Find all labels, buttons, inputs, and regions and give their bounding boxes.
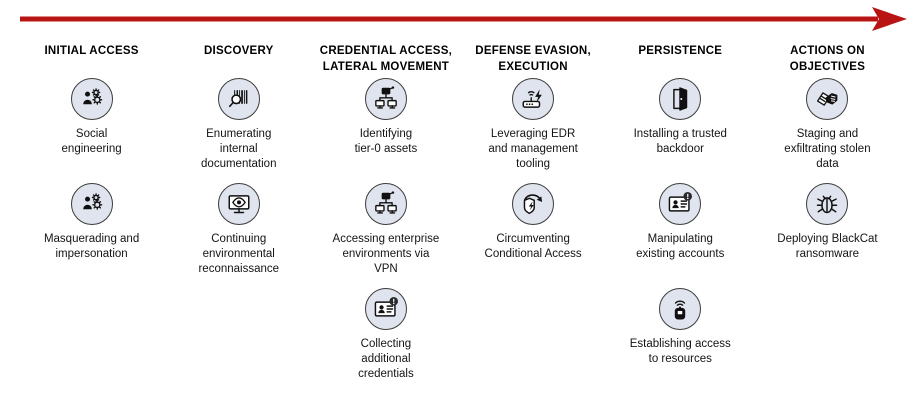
phase-title-defense-evasion-execution: DEFENSE EVASION, EXECUTION xyxy=(475,45,591,73)
technique-slot-empty xyxy=(171,288,306,393)
network-topology-icon xyxy=(364,183,407,225)
id-badge-alert-icon xyxy=(364,288,407,330)
technique-label: Continuing environmental reconnaissance xyxy=(198,233,280,276)
technique-label: Leveraging EDR and management tooling xyxy=(488,128,578,171)
network-topology-icon xyxy=(364,78,407,120)
id-badge-alert-icon xyxy=(659,183,702,225)
technique-item[interactable]: Continuing environmental reconnaissance xyxy=(171,183,306,288)
barcode-magnifier-icon xyxy=(217,78,260,120)
technique-slot-empty xyxy=(466,288,601,393)
technique-label: Masquerading and impersonation xyxy=(43,233,140,261)
technique-label: Identifying tier-0 assets xyxy=(354,128,418,156)
technique-label: Manipulating existing accounts xyxy=(636,233,725,261)
phase-column-discovery: DISCOVERY Enumerating internal documentat… xyxy=(165,38,312,393)
technique-slot-empty xyxy=(760,288,895,393)
phase-title-actions-on-objectives: ACTIONS ON OBJECTIVES xyxy=(789,45,866,73)
technique-slot-empty xyxy=(24,288,159,393)
phase-column-defense-evasion-execution: DEFENSE EVASION, EXECUTION Leveraging EDR… xyxy=(460,38,607,393)
phase-title-discovery: DISCOVERY xyxy=(203,45,274,57)
technique-label: Installing a trusted backdoor xyxy=(633,128,727,156)
technique-item[interactable]: Deploying BlackCat ransomware xyxy=(760,183,895,288)
technique-item[interactable]: Staging and exfiltrating stolen data xyxy=(760,78,895,183)
technique-item[interactable]: Manipulating existing accounts xyxy=(613,183,748,288)
technique-item[interactable]: Identifying tier-0 assets xyxy=(318,78,453,183)
shield-bolt-bypass-icon xyxy=(512,183,555,225)
technique-item[interactable]: Collecting additional credentials xyxy=(318,288,453,393)
phase-title-credential-access-lateral-movement: CREDENTIAL ACCESS, LATERAL MOVEMENT xyxy=(319,45,453,73)
phase-title-persistence: PERSISTENCE xyxy=(638,45,723,57)
phase-title-initial-access: INITIAL ACCESS xyxy=(44,45,139,57)
technique-item[interactable]: Social engineering xyxy=(24,78,159,183)
technique-label: Establishing access to resources xyxy=(629,338,731,366)
router-bolt-icon xyxy=(512,78,555,120)
technique-label: Enumerating internal documentation xyxy=(201,128,277,171)
phase-column-credential-access-lateral-movement: CREDENTIAL ACCESS, LATERAL MOVEMENT Ident… xyxy=(312,38,459,393)
phase-column-persistence: PERSISTENCE Installing a trusted backdoor… xyxy=(607,38,754,393)
technique-item[interactable]: Installing a trusted backdoor xyxy=(613,78,748,183)
technique-label: Deploying BlackCat ransomware xyxy=(777,233,878,261)
phase-column-actions-on-objectives: ACTIONS ON OBJECTIVES Staging and exfiltr… xyxy=(754,38,901,393)
technique-label: Social engineering xyxy=(61,128,122,156)
technique-item[interactable]: Circumventing Conditional Access xyxy=(466,183,601,288)
person-gears-icon xyxy=(70,78,113,120)
hand-grab-documents-icon xyxy=(806,78,849,120)
bug-icon xyxy=(806,183,849,225)
technique-label: Circumventing Conditional Access xyxy=(484,233,582,261)
technique-item[interactable]: Establishing access to resources xyxy=(613,288,748,393)
technique-label: Collecting additional credentials xyxy=(358,338,414,381)
technique-item[interactable]: Accessing enterprise environments via VP… xyxy=(318,183,453,288)
technique-item[interactable]: Leveraging EDR and management tooling xyxy=(466,78,601,183)
technique-item[interactable]: Masquerading and impersonation xyxy=(24,183,159,288)
arrow-graphic xyxy=(20,7,907,31)
wireless-device-icon xyxy=(659,288,702,330)
technique-label: Staging and exfiltrating stolen data xyxy=(784,128,871,171)
technique-item[interactable]: Enumerating internal documentation xyxy=(171,78,306,183)
open-door-icon xyxy=(659,78,702,120)
technique-label: Accessing enterprise environments via VP… xyxy=(332,233,440,276)
monitor-eye-icon xyxy=(217,183,260,225)
person-gears-icon xyxy=(70,183,113,225)
attack-progression-arrow xyxy=(0,0,919,38)
